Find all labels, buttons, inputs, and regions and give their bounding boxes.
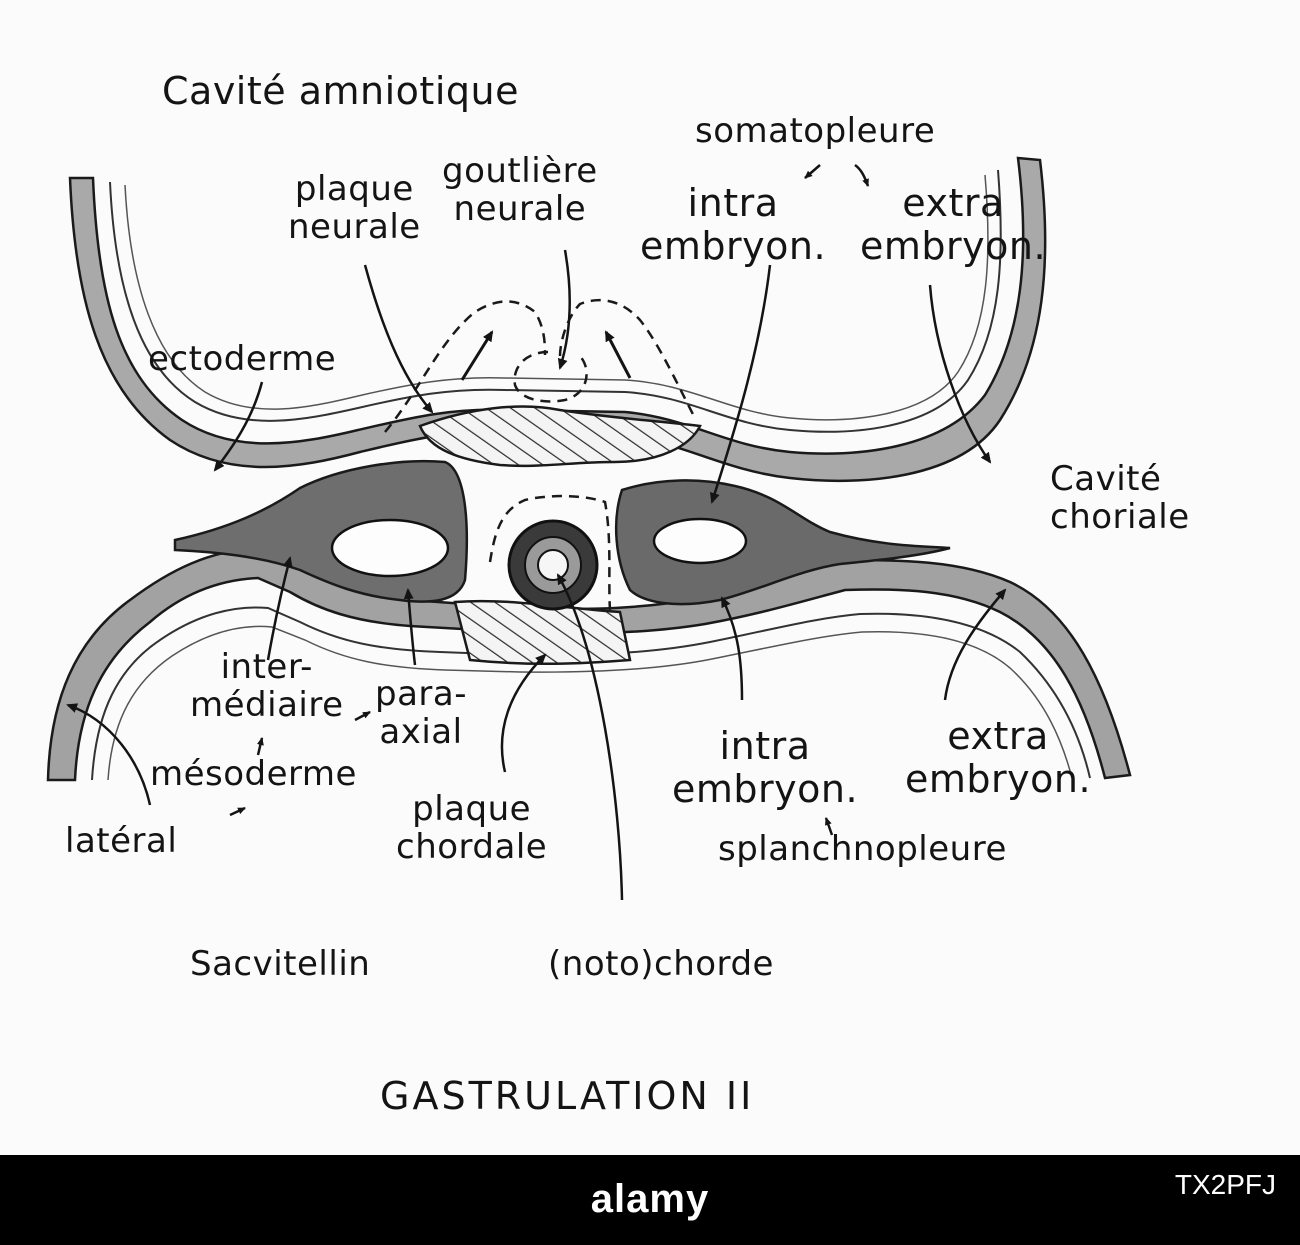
notochord (509, 521, 597, 609)
label-lateral: latéral (65, 822, 177, 860)
label-paraxial: para- axial (375, 675, 467, 751)
label-splanchnopleure: splanchnopleure (718, 830, 1007, 868)
chordal-plate (455, 601, 630, 664)
label-ectoderme: ectoderme (148, 340, 336, 378)
fold-arrows (462, 332, 630, 380)
label-gouttiere-neurale: goutlière neurale (442, 152, 598, 228)
alamy-logo: alamy (0, 1177, 1300, 1222)
label-intermediaire: inter- médiaire (190, 648, 344, 724)
image-id: TX2PFJ (1175, 1169, 1276, 1201)
label-splanchnopleure-extra: extra embryon. (905, 715, 1091, 800)
label-notochorde: (noto)chorde (548, 945, 774, 983)
gastrulation-diagram: Cavité amniotique somatopleure plaque ne… (0, 0, 1300, 1155)
label-plaque-chordale: plaque chordale (396, 790, 547, 866)
label-splanchnopleure-intra: intra embryon. (672, 725, 858, 810)
diagram-title: GASTRULATION II (380, 1075, 754, 1118)
label-mesoderme: mésoderme (150, 755, 357, 793)
watermark-banner: alamy TX2PFJ (0, 1155, 1300, 1245)
label-somatopleure-extra: extra embryon. (860, 182, 1046, 267)
label-cavite-amniotique: Cavité amniotique (162, 70, 519, 113)
label-sac-vitellin: Sacvitellin (190, 945, 370, 983)
intraembryonic-coelom-left (332, 520, 448, 576)
neural-plate (420, 407, 700, 466)
intraembryonic-coelom-right (654, 519, 746, 563)
label-somatopleure: somatopleure (695, 112, 935, 150)
label-plaque-neurale: plaque neurale (288, 170, 421, 246)
label-cavite-choriale: Cavité choriale (1050, 460, 1190, 536)
label-somatopleure-intra: intra embryon. (640, 182, 826, 267)
